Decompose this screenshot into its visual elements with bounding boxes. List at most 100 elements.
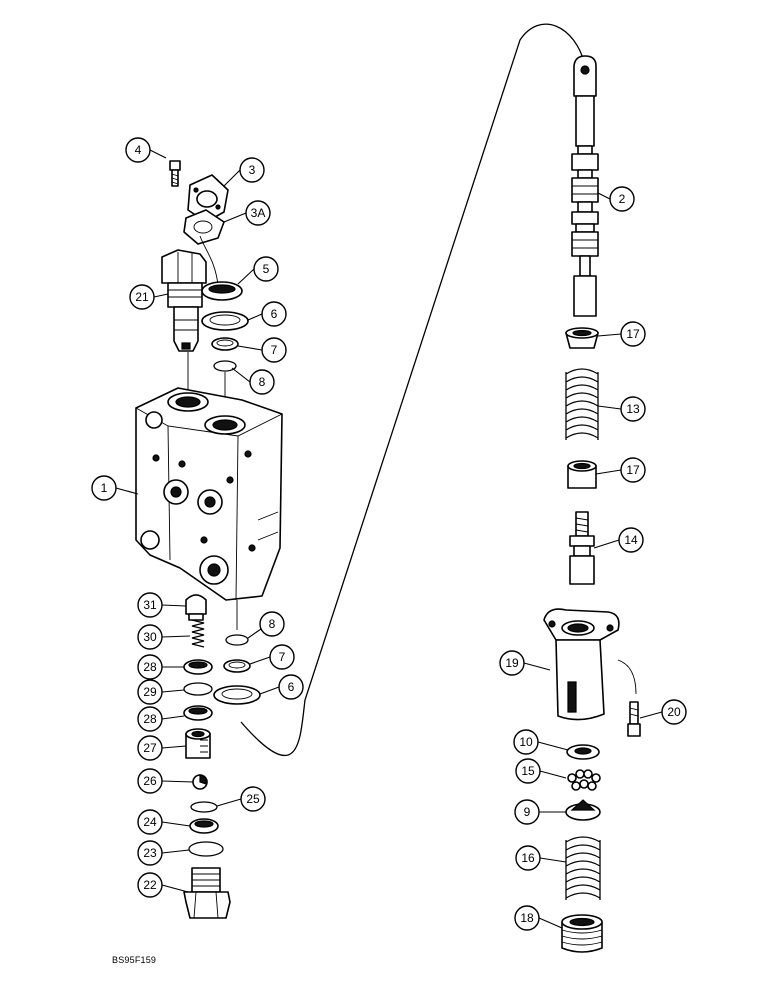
part-detent-spring <box>565 836 601 900</box>
callout-31: 31 <box>137 592 163 618</box>
callout-7-upper-label: 7 <box>271 343 278 357</box>
callout-8-upper: 8 <box>249 369 275 395</box>
part-flange <box>187 174 229 223</box>
part-valve-body <box>135 387 283 601</box>
callout-8-lower-label: 8 <box>269 617 276 631</box>
leader-lines <box>115 149 663 929</box>
callout-3a-label: 3A <box>251 206 266 220</box>
callout-14-label: 14 <box>624 533 638 547</box>
callout-6-upper: 6 <box>261 301 287 327</box>
callout-16: 16 <box>515 845 541 871</box>
callout-22-label: 22 <box>143 878 157 892</box>
part-relief-valve <box>161 249 207 352</box>
callout-29: 29 <box>137 679 163 705</box>
callout-20-label: 20 <box>667 705 681 719</box>
part-detent-balls <box>567 769 601 791</box>
callout-3a: 3A <box>245 200 271 226</box>
callout-13: 13 <box>620 396 646 422</box>
part-plug <box>183 867 231 919</box>
part-o-ring-25 <box>190 801 218 813</box>
callout-30: 30 <box>137 624 163 650</box>
callout-15-label: 15 <box>521 764 535 778</box>
callout-22: 22 <box>137 872 163 898</box>
drawing-reference-id: BS95F159 <box>112 955 157 965</box>
callout-23: 23 <box>137 840 163 866</box>
callout-21-label: 21 <box>135 290 149 304</box>
callout-31-label: 31 <box>143 598 157 612</box>
part-o-ring-29 <box>183 682 213 696</box>
part-poppet <box>185 594 207 621</box>
part-o-ring-23 <box>188 841 224 857</box>
part-o-ring-lower <box>225 634 249 646</box>
part-bushing <box>566 744 600 760</box>
callout-10: 10 <box>513 729 539 755</box>
part-gasket <box>183 209 225 245</box>
callout-18: 18 <box>514 905 540 931</box>
callout-7-lower-label: 7 <box>279 650 286 664</box>
callout-24: 24 <box>137 809 163 835</box>
callout-14: 14 <box>618 527 644 553</box>
callout-15: 15 <box>515 758 541 784</box>
callout-13-label: 13 <box>626 402 640 416</box>
part-cap-screw-20 <box>627 701 641 737</box>
callout-8-lower: 8 <box>259 611 285 637</box>
part-spring-seat-lower <box>567 460 597 489</box>
callout-28-upper-label: 28 <box>143 660 157 674</box>
callout-2-label: 2 <box>619 192 626 206</box>
callout-3: 3 <box>239 157 265 183</box>
callout-28-lower: 28 <box>137 706 163 732</box>
callout-21: 21 <box>129 284 155 310</box>
callout-25-label: 25 <box>246 792 260 806</box>
callout-7-upper: 7 <box>261 337 287 363</box>
part-detent-plug <box>561 914 603 953</box>
part-centering-spring <box>565 368 599 440</box>
part-spring-seat-upper <box>565 327 599 349</box>
callout-16-label: 16 <box>521 851 535 865</box>
callout-3-label: 3 <box>249 163 256 177</box>
callout-5-label: 5 <box>263 262 270 276</box>
callout-17-upper: 17 <box>620 321 646 347</box>
callout-17-upper-label: 17 <box>626 327 640 341</box>
callout-7-lower: 7 <box>269 644 295 670</box>
callout-2: 2 <box>609 186 635 212</box>
part-spool-bolt <box>569 511 595 585</box>
callout-10-label: 10 <box>519 735 533 749</box>
callout-6-upper-label: 6 <box>271 307 278 321</box>
callout-19: 19 <box>499 650 525 676</box>
callout-4-label: 4 <box>135 143 142 157</box>
part-seal <box>201 281 243 301</box>
assembly-path-line <box>240 23 586 757</box>
callout-6-lower: 6 <box>278 674 304 700</box>
part-sleeve <box>185 728 211 759</box>
callout-20: 20 <box>661 699 687 725</box>
callout-28-upper: 28 <box>137 654 163 680</box>
callout-23-label: 23 <box>143 846 157 860</box>
callout-19-label: 19 <box>505 656 519 670</box>
callout-25: 25 <box>240 786 266 812</box>
callout-9-label: 9 <box>524 805 531 819</box>
callout-27-label: 27 <box>143 741 157 755</box>
part-o-ring-upper <box>213 360 237 372</box>
callout-29-label: 29 <box>143 685 157 699</box>
callout-26: 26 <box>137 768 163 794</box>
callout-5: 5 <box>253 256 279 282</box>
callout-17-lower-label: 17 <box>626 463 640 477</box>
callout-9: 9 <box>514 799 540 825</box>
callout-17-lower: 17 <box>620 457 646 483</box>
part-detent-collar <box>565 799 601 821</box>
callout-28-lower-label: 28 <box>143 712 157 726</box>
callout-6-lower-label: 6 <box>288 680 295 694</box>
callout-1: 1 <box>91 475 117 501</box>
callout-1-label: 1 <box>101 481 108 495</box>
callout-8-upper-label: 8 <box>259 375 266 389</box>
part-cap-screw <box>169 160 181 187</box>
callout-30-label: 30 <box>143 630 157 644</box>
callout-4: 4 <box>125 137 151 163</box>
callout-26-label: 26 <box>143 774 157 788</box>
callout-27: 27 <box>137 735 163 761</box>
part-small-spring <box>191 619 205 648</box>
callout-24-label: 24 <box>143 815 157 829</box>
callout-18-label: 18 <box>520 911 534 925</box>
part-spool-cap <box>543 608 620 721</box>
